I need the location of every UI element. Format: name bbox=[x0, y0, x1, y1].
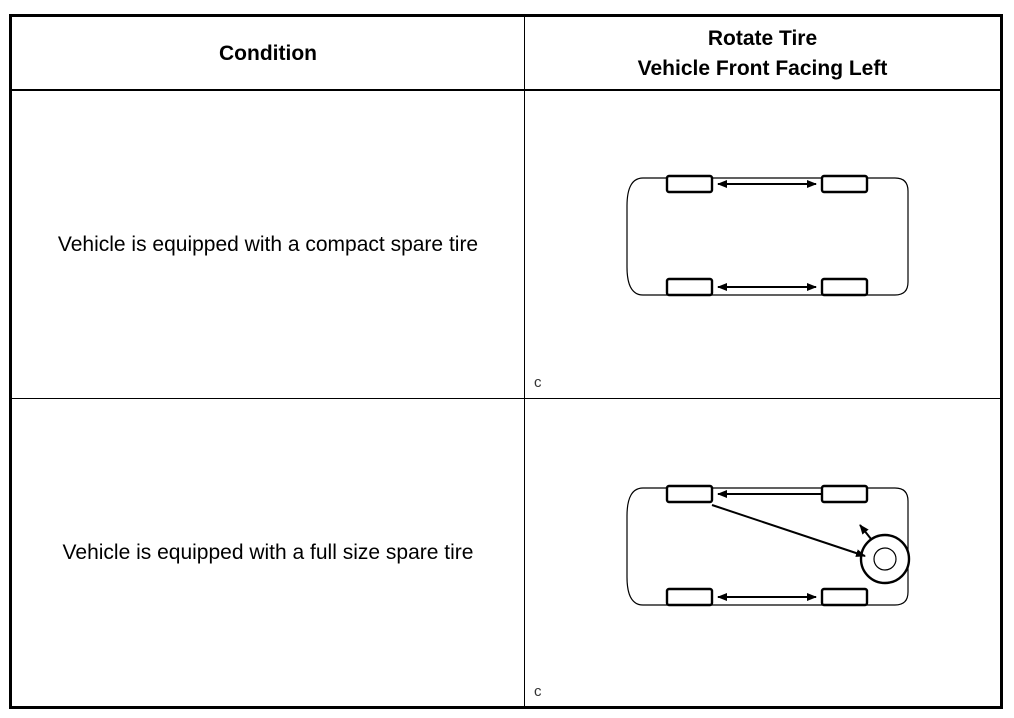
front-to-spare-arrow bbox=[711, 504, 866, 557]
rear-left-tire bbox=[820, 484, 869, 504]
row1-ref-code: c bbox=[534, 374, 542, 391]
row2-ref-code: c bbox=[534, 683, 542, 700]
spare-tire-inner bbox=[873, 547, 897, 571]
rear-right-tire bbox=[820, 277, 869, 297]
tire-rotation-table: Condition Rotate Tire Vehicle Front Faci… bbox=[9, 14, 1003, 709]
vehicle-body-outline bbox=[626, 487, 909, 606]
front-right-tire bbox=[665, 277, 714, 297]
header-rotate-cell: Rotate Tire Vehicle Front Facing Left bbox=[525, 17, 1000, 90]
row1-condition: Vehicle is equipped with a compact spare… bbox=[57, 232, 479, 256]
vehicle-body-outline bbox=[626, 177, 909, 296]
row1-condition-cell: Vehicle is equipped with a compact spare… bbox=[12, 91, 524, 398]
spare-tire-outer bbox=[859, 533, 911, 585]
front-left-tire bbox=[665, 174, 714, 194]
row2-condition: Vehicle is equipped with a full size spa… bbox=[62, 540, 474, 564]
spare-to-rear-arrow bbox=[859, 524, 872, 540]
front-right-tire bbox=[665, 587, 714, 607]
rear-right-tire bbox=[820, 587, 869, 607]
rear-left-tire bbox=[820, 174, 869, 194]
full-size-spare-rotation-diagram bbox=[626, 484, 911, 607]
header-condition-cell: Condition bbox=[12, 17, 524, 90]
header-vehicle-front: Vehicle Front Facing Left bbox=[637, 56, 888, 80]
front-left-tire bbox=[665, 484, 714, 504]
header-condition: Condition bbox=[219, 41, 317, 65]
compact-spare-rotation-diagram bbox=[626, 174, 909, 297]
row2-condition-cell: Vehicle is equipped with a full size spa… bbox=[12, 399, 524, 706]
row-divider bbox=[12, 398, 1000, 399]
header-divider bbox=[12, 89, 1000, 91]
header-rotate-tire: Rotate Tire bbox=[707, 26, 818, 50]
column-divider bbox=[524, 17, 525, 706]
